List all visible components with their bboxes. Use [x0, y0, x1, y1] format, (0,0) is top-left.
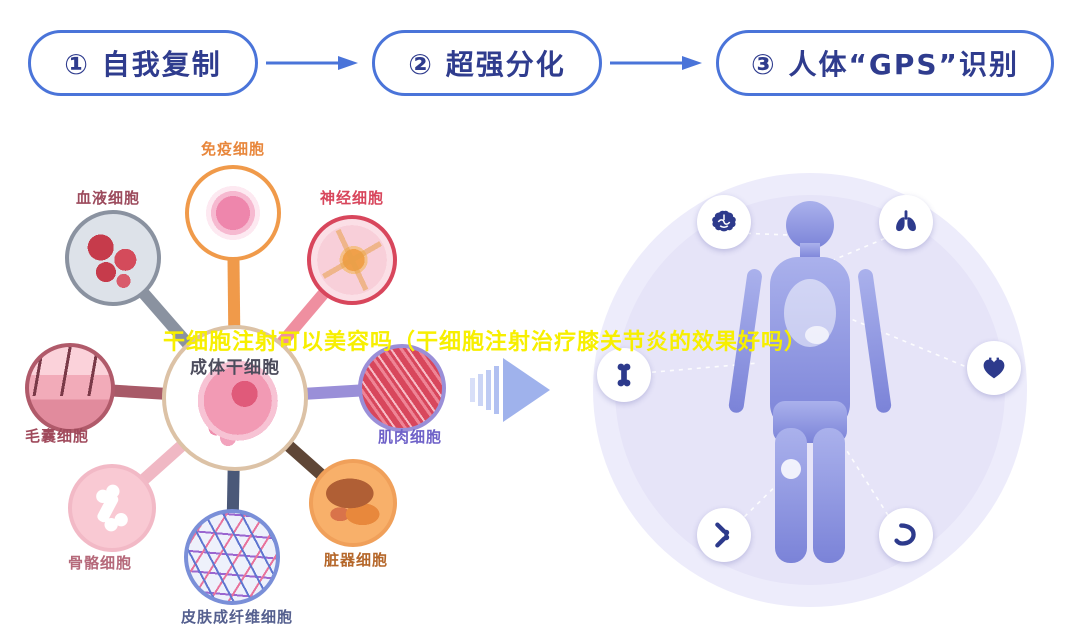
muscle-cell-label: 肌肉细胞 — [377, 428, 442, 446]
bone-cell-icon — [68, 464, 156, 552]
step-badge-gps-recognition: ③ 人体“GPS”识别 — [716, 30, 1054, 96]
step-badge-differentiation: ② 超强分化 — [372, 30, 602, 96]
hair-follicle-cell-icon — [25, 343, 115, 433]
nerve-cell-icon — [307, 215, 397, 305]
blood-cell-label: 血液细胞 — [75, 189, 140, 207]
organ-cell-icon — [309, 459, 397, 547]
blood-cell-icon — [65, 210, 161, 306]
knee-joint-icon — [697, 508, 751, 562]
stomach-icon — [879, 508, 933, 562]
skin-fibroblast-cell-label: 皮肤成纤维细胞 — [180, 608, 293, 626]
step-badge-self-replication: ① 自我复制 — [28, 30, 258, 96]
adult-stem-cell-hub: 成体干细胞 — [162, 325, 308, 471]
step-label: ③ 人体“GPS”识别 — [751, 48, 1019, 81]
human-body-panel — [593, 173, 1027, 607]
adult-stem-cell-label: 成体干细胞 — [190, 358, 280, 378]
nerve-cell-label: 神经细胞 — [319, 189, 384, 207]
bone-cell-label: 骨骼细胞 — [67, 554, 132, 572]
skin-fibroblast-cell-icon — [184, 509, 280, 605]
step-label: ② 超强分化 — [408, 48, 566, 81]
brain-icon — [697, 195, 751, 249]
flow-arrow-icon — [470, 358, 550, 422]
heart-icon — [967, 341, 1021, 395]
step-arrow-icon — [610, 56, 702, 70]
step-arrow-icon — [266, 56, 358, 70]
muscle-cell-icon — [358, 344, 446, 432]
immune-cell-label: 免疫细胞 — [200, 140, 265, 158]
lungs-icon — [879, 195, 933, 249]
stem-cell-diagram: 成体干细胞 免疫细胞 血液细胞 神经细胞 毛囊细胞 肌肉细胞 骨骼细胞 脏器细胞… — [0, 120, 480, 638]
page-title: 干细胞注射可以美容吗（干细胞注射治疗膝关节炎的效果好吗） — [163, 330, 808, 355]
organ-cell-label: 脏器细胞 — [323, 551, 388, 569]
step-label: ① 自我复制 — [64, 48, 222, 81]
hair-follicle-cell-label: 毛囊细胞 — [24, 427, 89, 445]
human-body-silhouette — [728, 201, 892, 563]
immune-cell-icon — [185, 165, 281, 261]
bone-icon — [597, 348, 651, 402]
bone-glyph-icon — [96, 484, 128, 532]
